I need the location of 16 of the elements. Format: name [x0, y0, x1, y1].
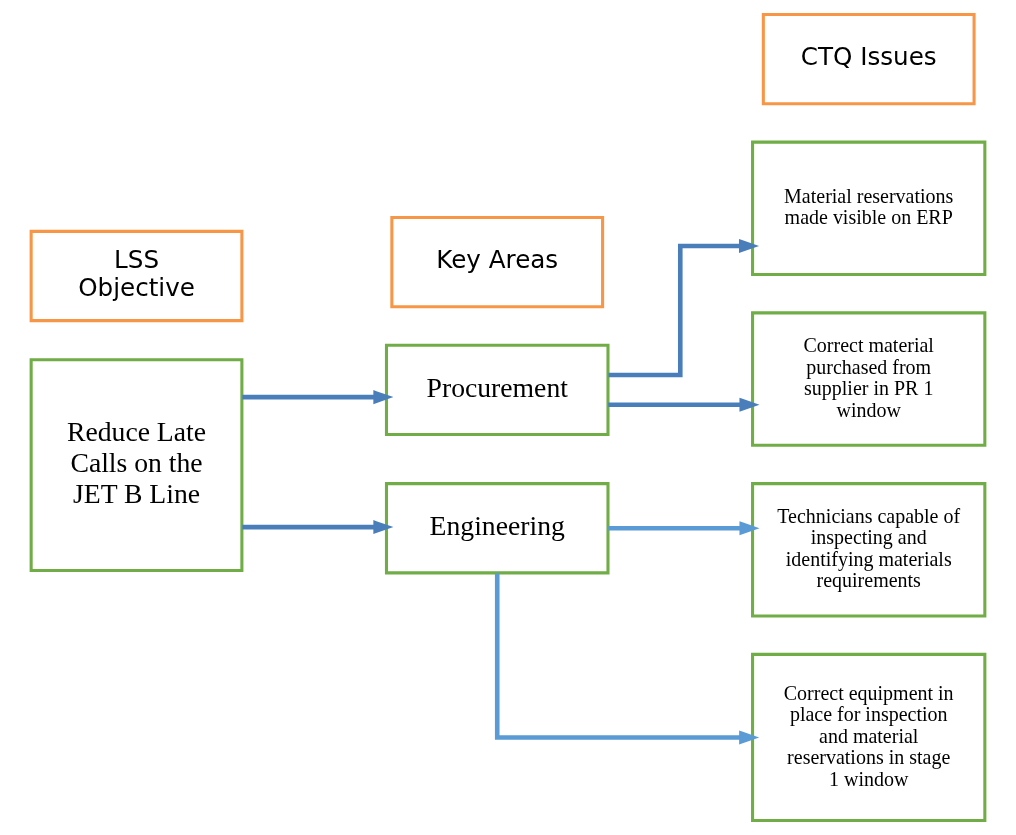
arrow: [242, 390, 394, 405]
node-box: Procurement: [384, 343, 610, 436]
arrow: [608, 238, 760, 378]
node-box: Engineering: [384, 482, 610, 575]
node-box: Key Areas: [390, 216, 605, 309]
arrow: [608, 521, 760, 536]
node-box: Correct equipment in place for inspection and material reservations in stage 1 window: [751, 652, 987, 823]
node-box: Correct material purchased from supplier in PR 1 window: [751, 311, 987, 447]
arrow: [242, 520, 394, 535]
node-box: Technicians capable of inspecting and identifying materials requirements: [751, 482, 987, 618]
node-box: Material reservations made visible on ERP: [751, 140, 987, 276]
node-box: Reduce Late Calls on the JET B Line: [29, 358, 244, 573]
node-box: LSS Objective: [29, 229, 244, 323]
node-box: CTQ Issues: [761, 12, 976, 106]
arrow: [494, 573, 760, 745]
arrow: [608, 397, 760, 412]
